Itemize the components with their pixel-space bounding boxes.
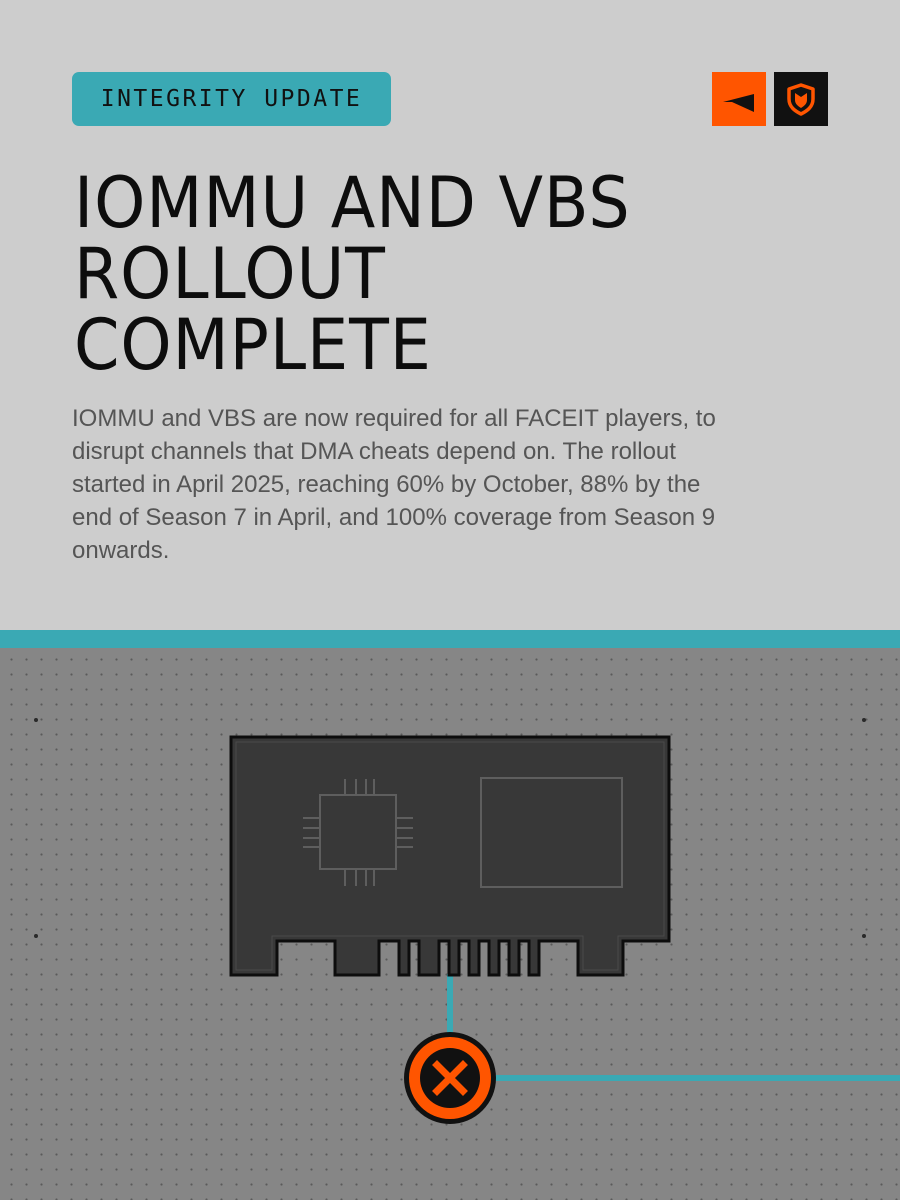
title-line-3: COMPLETE xyxy=(74,304,432,386)
corner-markers xyxy=(34,718,866,938)
header-panel: INTEGRITY UPDATE IOMMU AND VBS ROLLOUT C… xyxy=(72,72,828,564)
hardware-illustration xyxy=(34,718,900,1124)
title-line-1: IOMMU AND VBS xyxy=(74,162,631,244)
pcie-card-icon xyxy=(229,735,671,977)
badge-label: INTEGRITY UPDATE xyxy=(100,86,363,112)
page-title: IOMMU AND VBS ROLLOUT COMPLETE xyxy=(74,168,631,381)
chip-icon xyxy=(303,779,413,886)
title-line-2: ROLLOUT xyxy=(74,233,386,315)
anticheat-shield-icon[interactable] xyxy=(774,72,828,126)
memory-module-icon xyxy=(480,777,623,888)
blocked-x-icon xyxy=(404,1032,496,1124)
faceit-logo-icon[interactable] xyxy=(712,72,766,126)
integrity-update-badge: INTEGRITY UPDATE xyxy=(72,72,391,126)
accent-divider xyxy=(0,630,900,648)
description-text: IOMMU and VBS are now required for all F… xyxy=(72,405,716,564)
